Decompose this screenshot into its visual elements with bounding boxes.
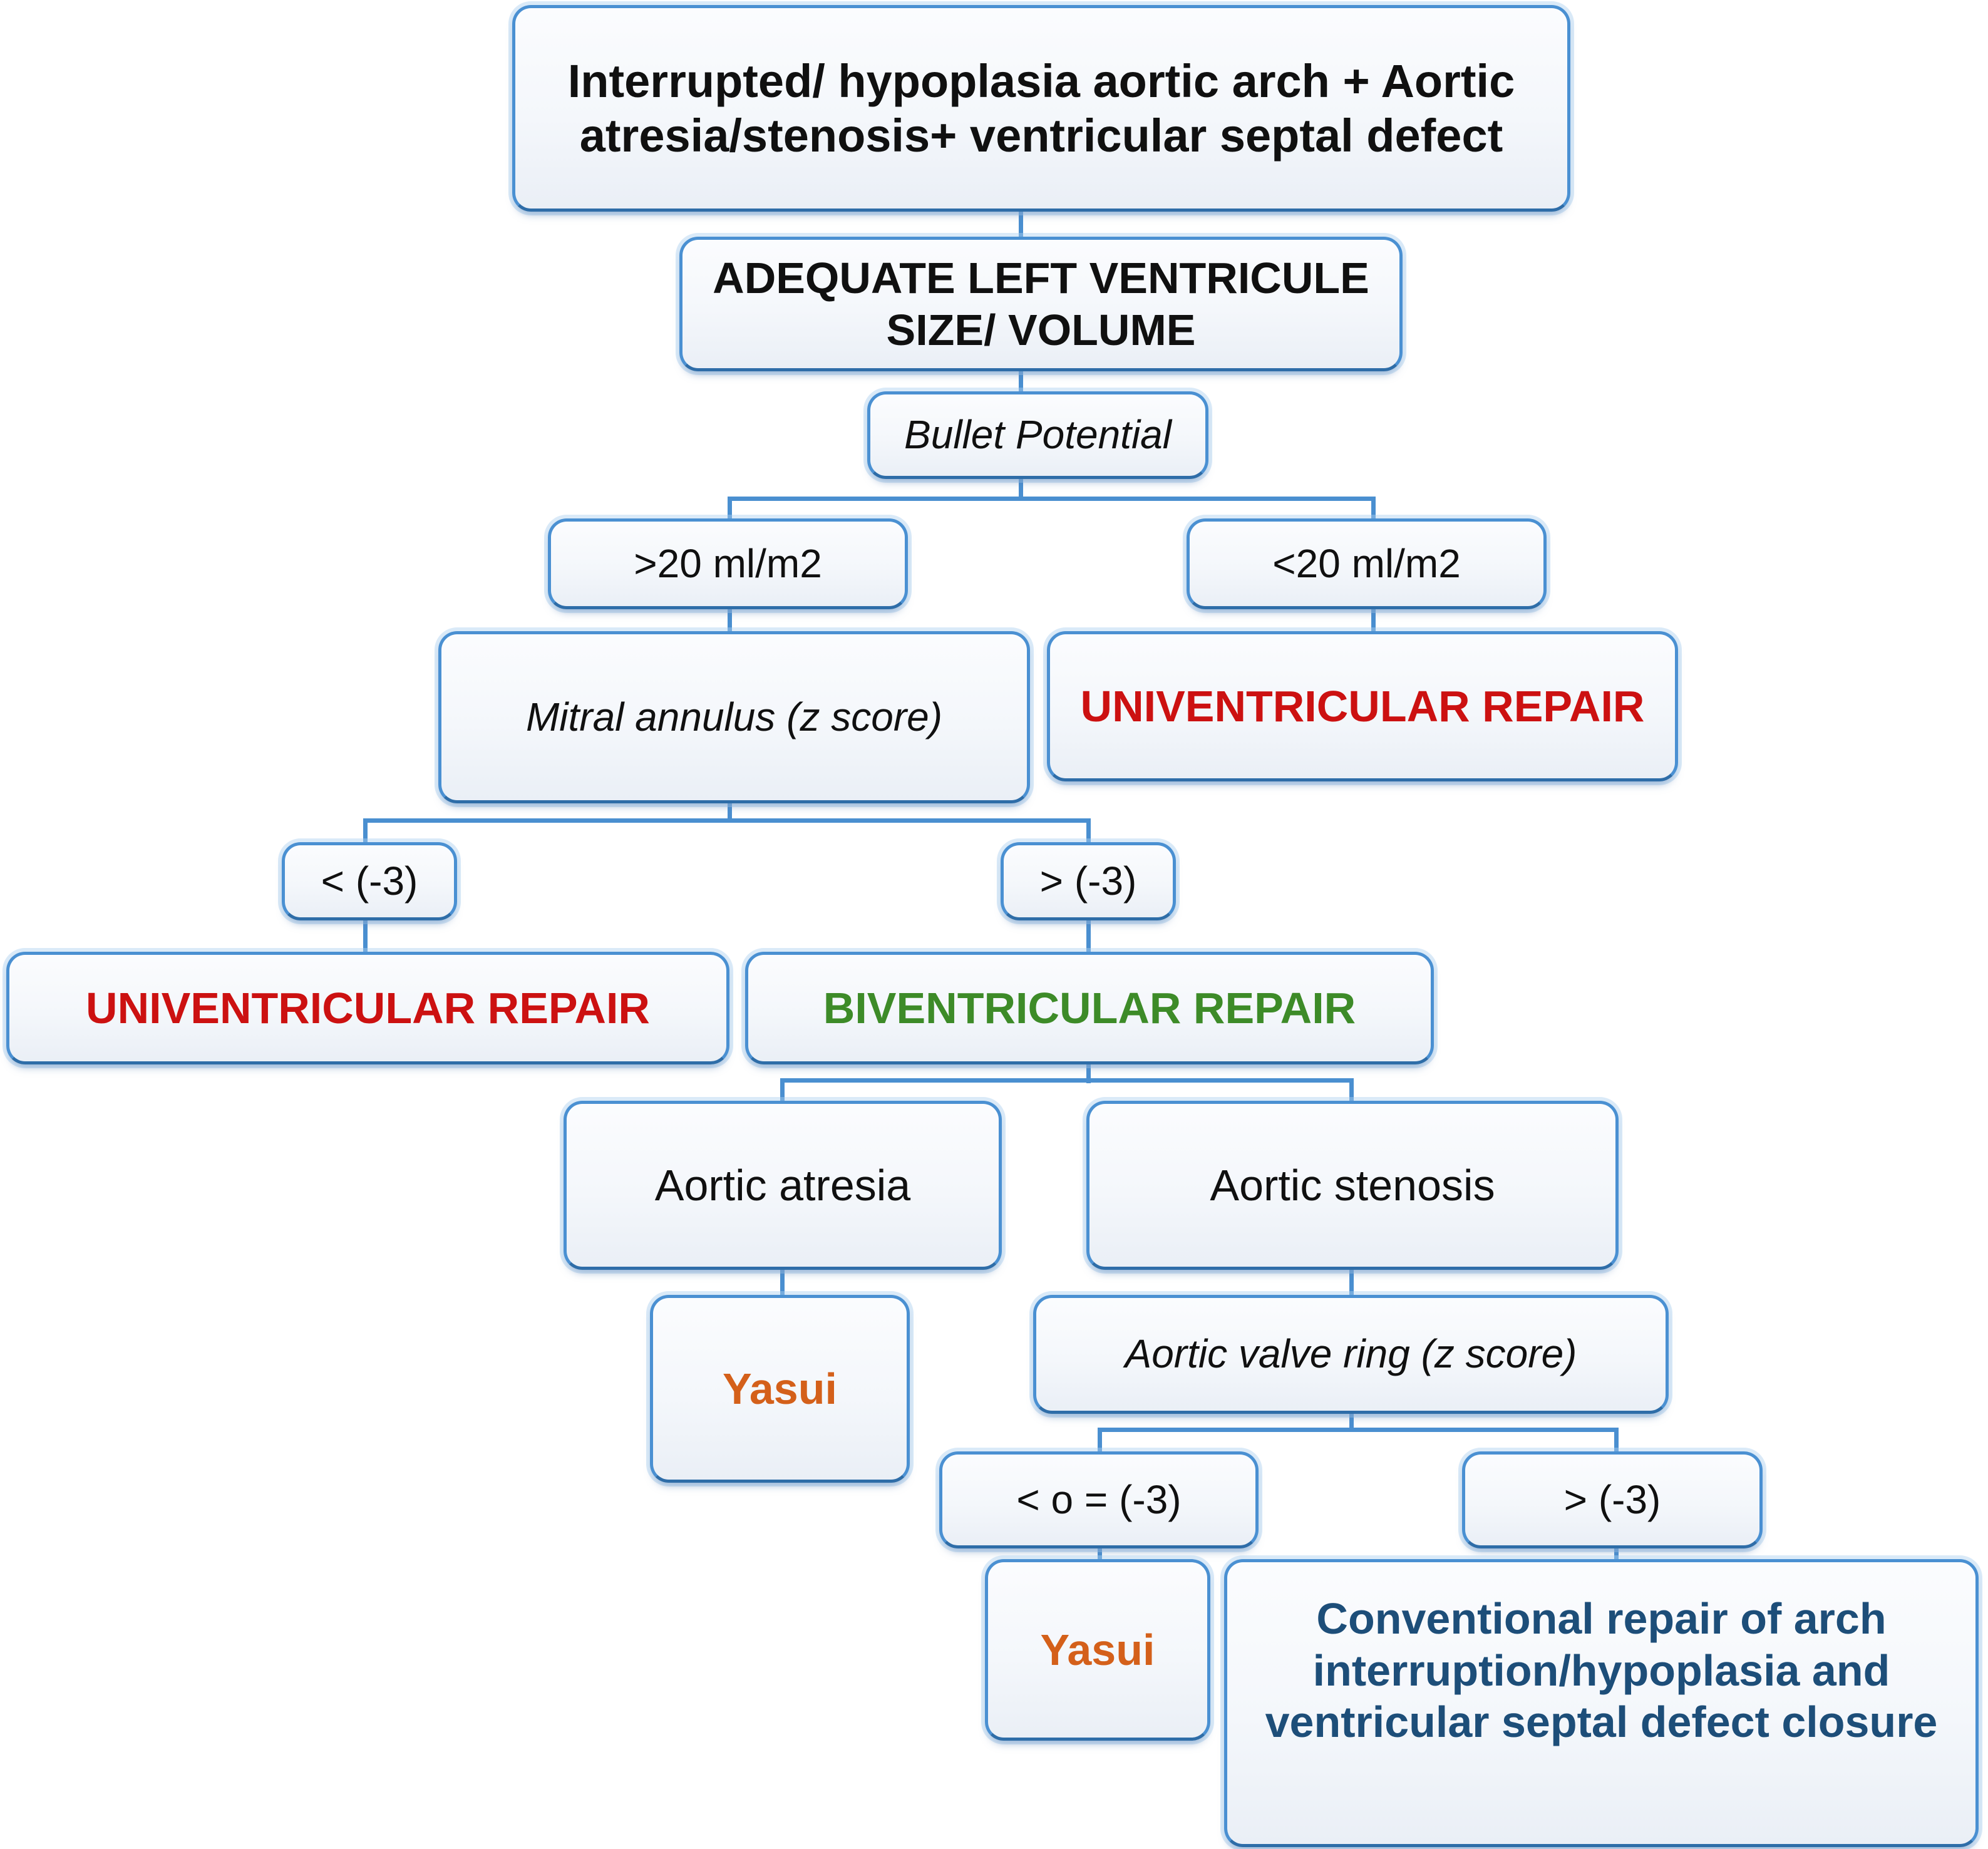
node-univentricular-repair-right[interactable]: UNIVENTRICULAR REPAIR bbox=[1047, 631, 1678, 781]
node-yasui-atresia[interactable]: Yasui bbox=[650, 1295, 910, 1483]
connector-bullet-horizontal bbox=[728, 497, 1376, 501]
connector-root-to-adequate-lv bbox=[1019, 207, 1023, 239]
node-adequate-lv[interactable]: ADEQUATE LEFT VENTRICULE SIZE/ VOLUME bbox=[679, 237, 1403, 371]
node-univentricular-repair-right-label: UNIVENTRICULAR REPAIR bbox=[1080, 681, 1645, 731]
connector-atresia-to-yasui bbox=[780, 1265, 785, 1299]
node-mitral-gt-neg3[interactable]: > (-3) bbox=[1001, 842, 1176, 920]
connector-gt20-to-mitral bbox=[728, 604, 732, 632]
connector-to-gt20 bbox=[728, 497, 732, 523]
connector-to-mitral-gt bbox=[1086, 818, 1091, 847]
node-conventional-repair[interactable]: Conventional repair of arch interruption… bbox=[1224, 1559, 1979, 1847]
node-univentricular-repair-left-label: UNIVENTRICULAR REPAIR bbox=[86, 983, 650, 1033]
node-bullet-potential[interactable]: Bullet Potential bbox=[867, 391, 1208, 479]
connector-bullet-down bbox=[1019, 476, 1023, 501]
node-aortic-valve-ring[interactable]: Aortic valve ring (z score) bbox=[1033, 1295, 1669, 1414]
node-avr-le-neg3-label: < o = (-3) bbox=[1016, 1476, 1182, 1522]
node-mitral-lt-neg3-label: < (-3) bbox=[321, 858, 418, 904]
node-aortic-stenosis[interactable]: Aortic stenosis bbox=[1086, 1101, 1619, 1270]
connector-mitral-gt-to-biventricular bbox=[1086, 916, 1091, 954]
connector-to-aortic-stenosis bbox=[1349, 1078, 1354, 1105]
node-biventricular-repair-label: BIVENTRICULAR REPAIR bbox=[823, 983, 1356, 1033]
connector-biventricular-horizontal bbox=[780, 1078, 1354, 1083]
node-aortic-atresia[interactable]: Aortic atresia bbox=[564, 1101, 1002, 1270]
connector-mitral-lt-to-univentricular bbox=[363, 916, 368, 954]
node-univentricular-repair-left[interactable]: UNIVENTRICULAR REPAIR bbox=[6, 952, 729, 1064]
node-yasui-atresia-label: Yasui bbox=[723, 1364, 837, 1413]
connector-biventricular-down bbox=[1086, 1058, 1091, 1083]
node-mitral-annulus[interactable]: Mitral annulus (z score) bbox=[438, 631, 1030, 803]
connector-valve-ring-down bbox=[1349, 1408, 1354, 1429]
node-avr-gt-neg3[interactable]: > (-3) bbox=[1462, 1451, 1763, 1548]
connector-mitral-horizontal bbox=[363, 818, 1089, 823]
node-aortic-stenosis-label: Aortic stenosis bbox=[1210, 1160, 1495, 1210]
node-adequate-lv-label: ADEQUATE LEFT VENTRICULE SIZE/ VOLUME bbox=[713, 253, 1369, 354]
node-avr-le-neg3[interactable]: < o = (-3) bbox=[939, 1451, 1259, 1548]
node-biventricular-repair[interactable]: BIVENTRICULAR REPAIR bbox=[745, 952, 1434, 1064]
node-lt20-label: <20 ml/m2 bbox=[1272, 540, 1461, 586]
node-yasui-stenosis[interactable]: Yasui bbox=[985, 1559, 1210, 1741]
node-gt20[interactable]: >20 ml/m2 bbox=[548, 518, 908, 609]
node-mitral-gt-neg3-label: > (-3) bbox=[1039, 858, 1137, 904]
node-lt20[interactable]: <20 ml/m2 bbox=[1187, 518, 1547, 609]
connector-stenosis-to-valve-ring bbox=[1349, 1265, 1354, 1299]
connector-valve-ring-horizontal bbox=[1098, 1428, 1617, 1432]
connector-adequate-lv-to-bullet bbox=[1019, 369, 1023, 394]
node-yasui-stenosis-label: Yasui bbox=[1040, 1625, 1155, 1674]
node-conventional-repair-label: Conventional repair of arch interruption… bbox=[1265, 1594, 1938, 1747]
node-mitral-lt-neg3[interactable]: < (-3) bbox=[282, 842, 457, 920]
node-aortic-valve-ring-label: Aortic valve ring (z score) bbox=[1125, 1331, 1577, 1377]
connector-lt20-to-univentricular bbox=[1371, 604, 1376, 632]
node-root[interactable]: Interrupted/ hypoplasia aortic arch + Ao… bbox=[512, 5, 1570, 212]
connector-to-avr-gt bbox=[1614, 1428, 1619, 1456]
node-mitral-annulus-label: Mitral annulus (z score) bbox=[525, 694, 943, 739]
node-gt20-label: >20 ml/m2 bbox=[634, 540, 822, 586]
connector-to-aortic-atresia bbox=[780, 1078, 785, 1105]
connector-to-avr-le bbox=[1098, 1428, 1102, 1456]
connector-mitral-down bbox=[728, 798, 732, 820]
node-root-label: Interrupted/ hypoplasia aortic arch + Ao… bbox=[567, 54, 1515, 162]
connector-to-mitral-lt bbox=[363, 818, 368, 847]
connector-to-lt20 bbox=[1371, 497, 1376, 523]
node-bullet-potential-label: Bullet Potential bbox=[904, 412, 1172, 458]
node-avr-gt-neg3-label: > (-3) bbox=[1563, 1476, 1661, 1522]
node-aortic-atresia-label: Aortic atresia bbox=[654, 1160, 911, 1210]
